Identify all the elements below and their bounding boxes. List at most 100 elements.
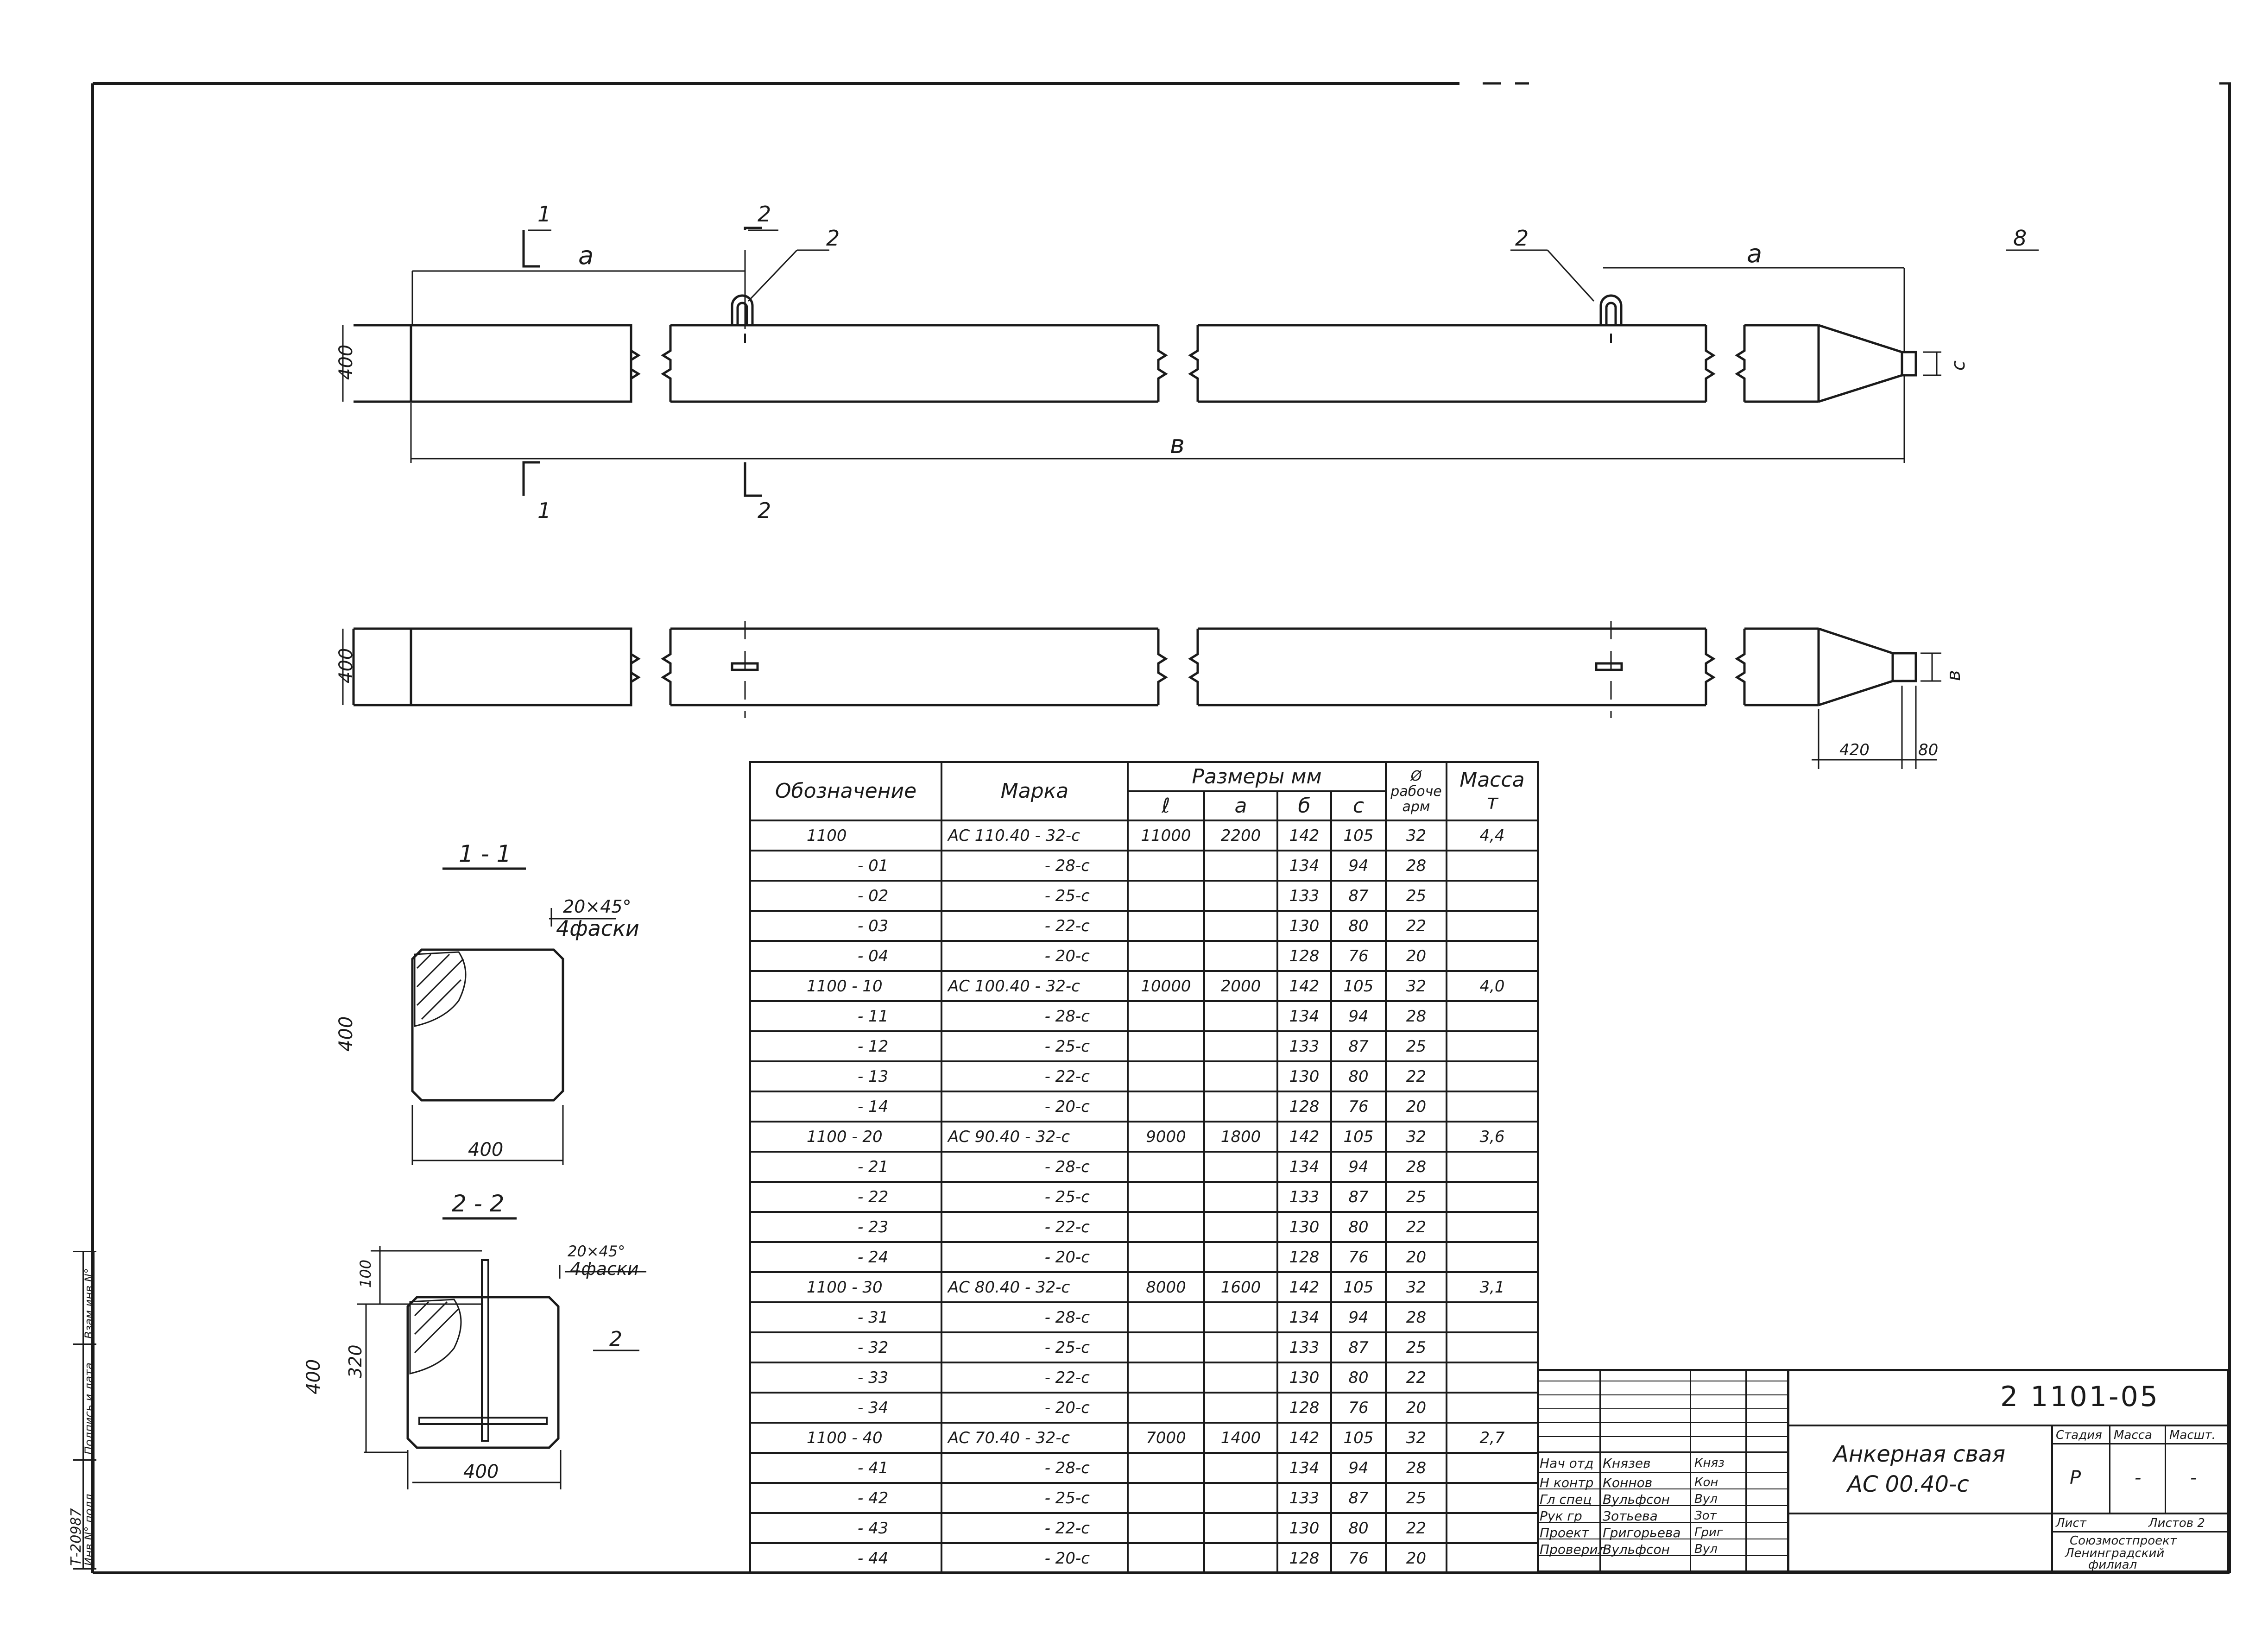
- section-1-1-height: 400: [335, 1016, 357, 1052]
- cell-mark: - 28-с: [941, 1000, 1129, 1032]
- dim-length-label: в: [1170, 430, 1185, 459]
- cell-c: 80: [1330, 1060, 1387, 1092]
- cell-mass: [1446, 1151, 1539, 1183]
- cell-l: [1127, 1211, 1205, 1243]
- cell-mass: [1446, 1542, 1539, 1574]
- mass-value: -: [2135, 1467, 2142, 1488]
- cell-b: 130: [1276, 1362, 1332, 1394]
- cell-c: 80: [1330, 910, 1387, 942]
- cell-d: 20: [1385, 1392, 1448, 1424]
- cell-mark: - 28-с: [941, 1301, 1129, 1333]
- cell-a: 1800: [1203, 1121, 1278, 1153]
- cell-d: 20: [1385, 1091, 1448, 1123]
- signature-sign: Вул: [1694, 1492, 1718, 1506]
- cell-d: 22: [1385, 1512, 1448, 1544]
- cell-c: 105: [1330, 1121, 1387, 1153]
- signature-sign: Кон: [1694, 1476, 1718, 1489]
- cell-mark: АС 100.40 - 32-с: [941, 970, 1129, 1002]
- signature-sign: Зот: [1694, 1509, 1717, 1523]
- cell-c: 76: [1330, 1241, 1387, 1273]
- signature-name: Григорьева: [1603, 1525, 1681, 1540]
- cell-mass: 4,0: [1446, 970, 1539, 1002]
- cell-mass: [1446, 1482, 1539, 1514]
- cell-a: [1203, 1151, 1278, 1183]
- cell-a: [1203, 1512, 1278, 1544]
- cell-c: 87: [1330, 1181, 1387, 1213]
- title-main: Анкерная свая: [1833, 1441, 2006, 1467]
- cell-c: 94: [1330, 1452, 1387, 1484]
- cell-mass: [1446, 1512, 1539, 1544]
- cell-l: [1127, 1542, 1205, 1574]
- header-mass: Масса т: [1446, 761, 1539, 821]
- cell-a: [1203, 850, 1278, 882]
- cell-l: [1127, 1301, 1205, 1333]
- cell-d: 32: [1385, 1422, 1448, 1454]
- cell-d: 25: [1385, 1331, 1448, 1363]
- side-inv-number: Т-20987: [68, 1508, 84, 1566]
- cell-b: 142: [1276, 820, 1332, 851]
- cell-c: 87: [1330, 1482, 1387, 1514]
- title-sub: АС 00.40-с: [1847, 1471, 1969, 1497]
- cell-designation: - 03: [749, 910, 942, 942]
- cell-b: 133: [1276, 1181, 1332, 1213]
- cell-designation: 1100 - 40: [749, 1422, 942, 1454]
- cell-b: 134: [1276, 1151, 1332, 1183]
- cell-mass: 3,6: [1446, 1121, 1539, 1153]
- section-1-1-labels: 1 - 1 20×45° 4фаски 400 400: [335, 840, 639, 1160]
- cell-b: 142: [1276, 970, 1332, 1002]
- cell-c: 105: [1330, 970, 1387, 1002]
- cell-mark: АС 90.40 - 32-с: [941, 1121, 1129, 1153]
- side-inv-original: Инв N° подл.: [82, 1490, 95, 1566]
- cell-designation: - 41: [749, 1452, 942, 1484]
- cell-designation: - 42: [749, 1482, 942, 1514]
- cell-a: [1203, 1241, 1278, 1273]
- cell-b: 128: [1276, 1241, 1332, 1273]
- org-line-2: Ленинградский: [2065, 1546, 2165, 1560]
- side-sign-date: Подпись и дата: [82, 1362, 95, 1455]
- cell-b: 130: [1276, 1060, 1332, 1092]
- header-b: б: [1276, 790, 1332, 821]
- cell-mass: [1446, 880, 1539, 912]
- cell-designation: - 44: [749, 1542, 942, 1574]
- cell-c: 76: [1330, 1392, 1387, 1424]
- cell-b: 134: [1276, 850, 1332, 882]
- cell-mass: [1446, 850, 1539, 882]
- cell-designation: - 12: [749, 1030, 942, 1062]
- section-2-2-width: 400: [463, 1461, 499, 1482]
- tip-length-dim: 420: [1839, 741, 1870, 759]
- loop-callout-right: 2: [1515, 226, 1529, 251]
- cell-mark: АС 70.40 - 32-с: [941, 1422, 1129, 1454]
- cell-c: 80: [1330, 1512, 1387, 1544]
- cell-mark: - 20-с: [941, 1542, 1129, 1574]
- cell-mass: [1446, 1030, 1539, 1062]
- cell-designation: - 31: [749, 1301, 942, 1333]
- pile-elevation-bottom: [352, 621, 1917, 718]
- cell-c: 94: [1330, 1000, 1387, 1032]
- labels-bottom: 400 в 420 80: [335, 648, 1965, 759]
- section-2-2-labels: 2 - 2 20×45° 4фаски 400 320 100 400 2: [303, 1190, 639, 1482]
- cell-a: [1203, 1000, 1278, 1032]
- dim-a-left: a: [578, 241, 594, 270]
- labels-top: 1 1 2 2 a a в 2 2 8 400 c: [335, 202, 2027, 523]
- cell-c: 87: [1330, 1030, 1387, 1062]
- cell-d: 28: [1385, 1301, 1448, 1333]
- cell-d: 32: [1385, 1121, 1448, 1153]
- cell-designation: - 22: [749, 1181, 942, 1213]
- signature-role: Проект: [1540, 1525, 1589, 1540]
- cell-designation: - 32: [749, 1331, 942, 1363]
- section-2-2-title: 2 - 2: [452, 1190, 504, 1217]
- cell-l: [1127, 1000, 1205, 1032]
- cell-a: [1203, 1060, 1278, 1092]
- cell-c: 105: [1330, 1422, 1387, 1454]
- cell-l: [1127, 1331, 1205, 1363]
- cell-mark: - 20-с: [941, 1241, 1129, 1273]
- cell-designation: - 14: [749, 1091, 942, 1123]
